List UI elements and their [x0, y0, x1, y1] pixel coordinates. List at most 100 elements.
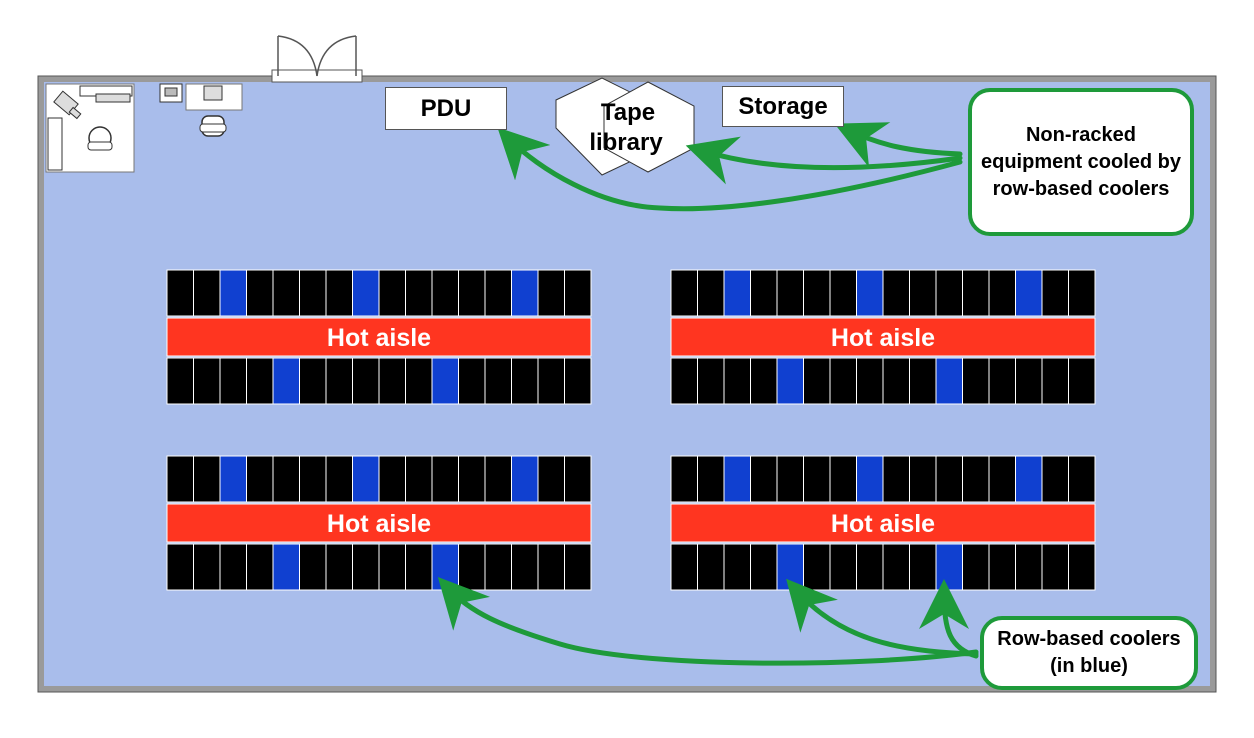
storage-label: Storage	[738, 92, 828, 120]
row-cooler	[1015, 269, 1043, 317]
server-rack	[1041, 269, 1069, 317]
server-rack	[697, 455, 725, 503]
server-rack	[564, 357, 592, 405]
server-rack	[431, 455, 459, 503]
server-rack	[405, 455, 433, 503]
server-rack	[803, 357, 831, 405]
row-cooler	[272, 543, 300, 591]
server-rack	[564, 455, 592, 503]
server-rack	[750, 455, 778, 503]
hot-aisle	[670, 503, 1096, 543]
server-rack	[1041, 357, 1069, 405]
server-rack	[988, 269, 1016, 317]
non-racked-callout-text: Non-racked equipment cooled by row-based…	[980, 123, 1182, 200]
server-rack	[776, 269, 804, 317]
server-rack	[723, 543, 751, 591]
hot-aisle-label: Hot aisle	[327, 510, 431, 538]
server-rack	[697, 269, 725, 317]
server-rack	[484, 269, 512, 317]
row-cooler	[776, 357, 804, 405]
server-rack	[1015, 357, 1043, 405]
row-cooler	[1015, 455, 1043, 503]
server-rack	[829, 357, 857, 405]
arrow-to-storage	[834, 122, 963, 168]
arrows	[437, 122, 979, 666]
server-rack	[882, 455, 910, 503]
non-racked-callout: Non-racked equipment cooled by row-based…	[968, 88, 1194, 236]
server-rack	[299, 357, 327, 405]
server-rack	[829, 543, 857, 591]
row-cooler	[272, 357, 300, 405]
server-rack	[219, 357, 247, 405]
server-rack	[1068, 543, 1096, 591]
tape-library: Tape library	[555, 77, 695, 176]
server-rack	[1068, 455, 1096, 503]
server-rack	[882, 543, 910, 591]
workstation-icon	[159, 83, 243, 111]
server-rack	[299, 269, 327, 317]
hot-aisle	[166, 317, 592, 357]
server-rack	[935, 269, 963, 317]
server-rack	[1041, 455, 1069, 503]
arrow-to-cooler-left	[437, 576, 979, 666]
rack-pod: Hot aisle	[166, 269, 592, 405]
hot-aisle-label: Hot aisle	[831, 510, 935, 538]
server-rack	[484, 357, 512, 405]
server-rack	[246, 455, 274, 503]
rack-pod: Hot aisle	[670, 455, 1096, 591]
server-rack	[670, 543, 698, 591]
server-rack	[193, 269, 221, 317]
server-rack	[458, 357, 486, 405]
server-rack	[325, 269, 353, 317]
row-cooler	[219, 269, 247, 317]
server-rack	[988, 357, 1016, 405]
rack-pod: Hot aisle	[166, 455, 592, 591]
server-rack	[962, 455, 990, 503]
server-rack	[458, 543, 486, 591]
pdu-label: PDU	[420, 94, 472, 122]
tape-library-label-line2: library	[589, 129, 663, 156]
server-rack	[537, 455, 565, 503]
hot-aisle-label: Hot aisle	[831, 324, 935, 352]
arrow-to-cooler-right-b	[919, 579, 979, 659]
server-rack	[670, 455, 698, 503]
server-rack	[670, 269, 698, 317]
pdu-box: PDU	[385, 87, 507, 130]
door-icon[interactable]	[271, 35, 363, 83]
arrow-to-pdu	[497, 127, 963, 212]
server-rack	[856, 543, 884, 591]
server-rack	[246, 269, 274, 317]
server-rack	[378, 357, 406, 405]
server-rack	[484, 455, 512, 503]
server-rack	[1015, 543, 1043, 591]
hot-aisle	[166, 503, 592, 543]
row-cooler	[352, 455, 380, 503]
tape-library-label-line1: Tape	[601, 99, 655, 126]
server-rack	[484, 543, 512, 591]
server-rack	[776, 455, 804, 503]
server-rack	[378, 269, 406, 317]
row-cooler	[352, 269, 380, 317]
server-rack	[272, 269, 300, 317]
server-rack	[750, 269, 778, 317]
server-rack	[803, 269, 831, 317]
row-cooler	[431, 543, 459, 591]
row-cooler	[511, 455, 539, 503]
server-rack	[750, 543, 778, 591]
row-cooler	[431, 357, 459, 405]
hot-aisle	[670, 317, 1096, 357]
server-rack	[803, 455, 831, 503]
server-rack	[1068, 269, 1096, 317]
server-rack	[803, 543, 831, 591]
server-rack	[723, 357, 751, 405]
server-rack	[405, 269, 433, 317]
office-desk-icon	[45, 83, 135, 173]
server-rack	[193, 455, 221, 503]
server-rack	[564, 543, 592, 591]
server-rack	[458, 269, 486, 317]
server-rack	[405, 357, 433, 405]
row-cooler	[723, 455, 751, 503]
server-rack	[325, 455, 353, 503]
office-chair-icon	[87, 126, 113, 151]
